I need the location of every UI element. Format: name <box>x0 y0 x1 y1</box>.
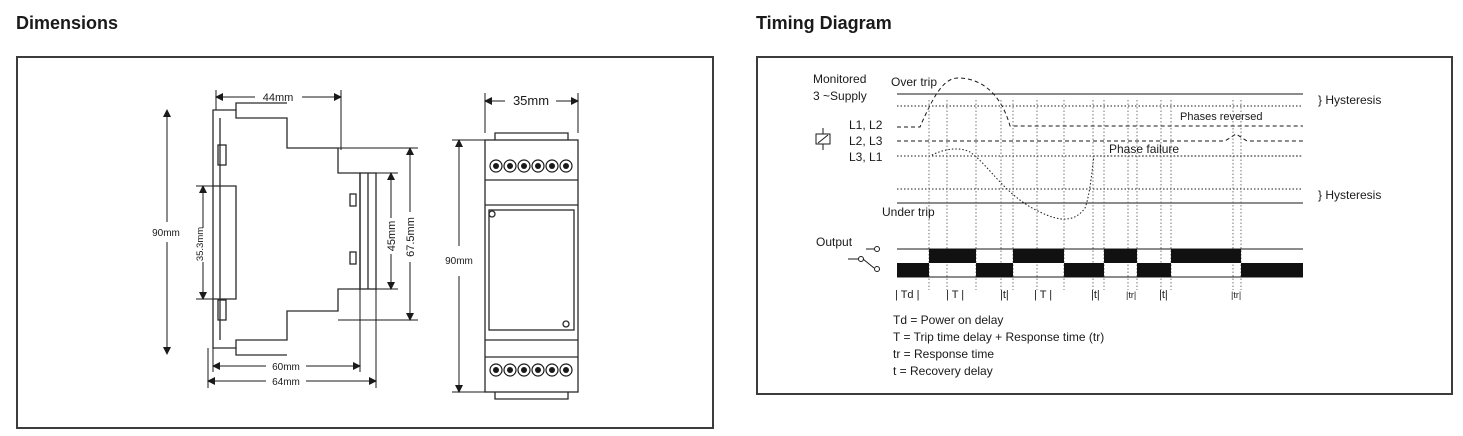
dim-60mm: 60mm <box>272 362 300 373</box>
l3-l1-label: L3, L1 <box>849 150 883 164</box>
l2-l3-label: L2, L3 <box>849 134 883 148</box>
dim-35-3mm: 35.3mm <box>195 227 206 261</box>
legend-line: t = Recovery delay <box>893 364 993 378</box>
terminal-screw-center <box>493 163 499 169</box>
front-view-dimension-lines <box>452 93 579 393</box>
output-contact-icon <box>848 246 880 272</box>
timing-reference-lines <box>897 93 1303 278</box>
output-block-lower <box>897 263 929 277</box>
side-view-dimension-lines <box>163 90 418 388</box>
delay-label: |tr| <box>1126 290 1136 300</box>
legend-line: T = Trip time delay + Response time (tr) <box>893 330 1104 344</box>
timing-diagram-title: Timing Diagram <box>756 13 892 33</box>
terminal-screw-center <box>535 367 541 373</box>
output-block-lower <box>1137 263 1171 277</box>
dim-64mm: 64mm <box>272 377 300 388</box>
phase-traces <box>897 77 1303 220</box>
dim-67-5mm: 67.5mm <box>405 217 417 257</box>
output-block-lower <box>1064 263 1104 277</box>
dimensions-title: Dimensions <box>16 13 119 33</box>
output-block-upper <box>1171 249 1241 263</box>
delay-label: |tr| <box>1231 290 1241 300</box>
phases-reversed-label: Phases reversed <box>1180 111 1263 123</box>
output-label: Output <box>816 235 853 249</box>
dim-35mm: 35mm <box>513 93 549 108</box>
terminal-screw-center <box>521 367 527 373</box>
phase-failure-label: Phase failure <box>1109 142 1179 156</box>
dim-45mm: 45mm <box>386 221 398 252</box>
delay-label: |t| <box>1000 289 1009 301</box>
output-block-upper <box>1013 249 1064 263</box>
output-contact-waveform <box>897 249 1303 277</box>
front-view-drawing <box>484 132 579 400</box>
dimensions-panel <box>16 56 714 429</box>
terminal-screw-center <box>549 163 555 169</box>
timing-diagram-panel <box>756 56 1453 395</box>
dimension-labels: 44mm 35mm 90mm 35.3mm 45mm 67.5mm 90mm 6… <box>152 92 549 388</box>
timing-legend: Td = Power on delay T = Trip time delay … <box>893 313 1104 378</box>
monitored-label: Monitored <box>813 72 866 86</box>
terminal-screw-center <box>535 163 541 169</box>
terminal-screw-center <box>493 367 499 373</box>
dim-90mm-side: 90mm <box>152 228 180 239</box>
output-block-upper <box>929 249 976 263</box>
dim-44mm: 44mm <box>263 92 294 104</box>
terminal-screw-center <box>507 163 513 169</box>
hysteresis-lower-label: } Hysteresis <box>1318 188 1381 202</box>
over-trip-label: Over trip <box>891 75 937 89</box>
under-trip-label: Under trip <box>882 205 935 219</box>
delay-label: |t| <box>1159 289 1168 301</box>
relay-coil-icon <box>815 128 831 150</box>
terminal-screw-center <box>507 367 513 373</box>
side-view-drawing <box>212 102 377 356</box>
hysteresis-upper-label: } Hysteresis <box>1318 93 1381 107</box>
terminal-screw-center <box>521 163 527 169</box>
output-block-lower <box>976 263 1013 277</box>
output-block-lower <box>1241 263 1303 277</box>
l1-l2-label: L1, L2 <box>849 118 883 132</box>
top-terminal-block <box>489 159 573 173</box>
dim-90mm-front: 90mm <box>445 256 473 267</box>
terminal-screw-center <box>563 367 569 373</box>
delay-labels: | Td | | T | |t| | T | |t| |tr| |t| |tr| <box>895 289 1241 301</box>
output-block-upper <box>1104 249 1137 263</box>
bottom-terminal-block <box>489 363 573 377</box>
timing-labels: Monitored 3 ~Supply Over trip } Hysteres… <box>813 72 1381 249</box>
terminal-screw-center <box>549 367 555 373</box>
legend-line: Td = Power on delay <box>893 313 1003 327</box>
delay-label: | T | <box>946 289 964 301</box>
legend-line: tr = Response time <box>893 347 994 361</box>
delay-label: | T | <box>1034 289 1052 301</box>
supply-label: 3 ~Supply <box>813 89 867 103</box>
terminal-screw-center <box>563 163 569 169</box>
delay-label: | Td | <box>895 289 919 301</box>
delay-label: |t| <box>1091 289 1100 301</box>
